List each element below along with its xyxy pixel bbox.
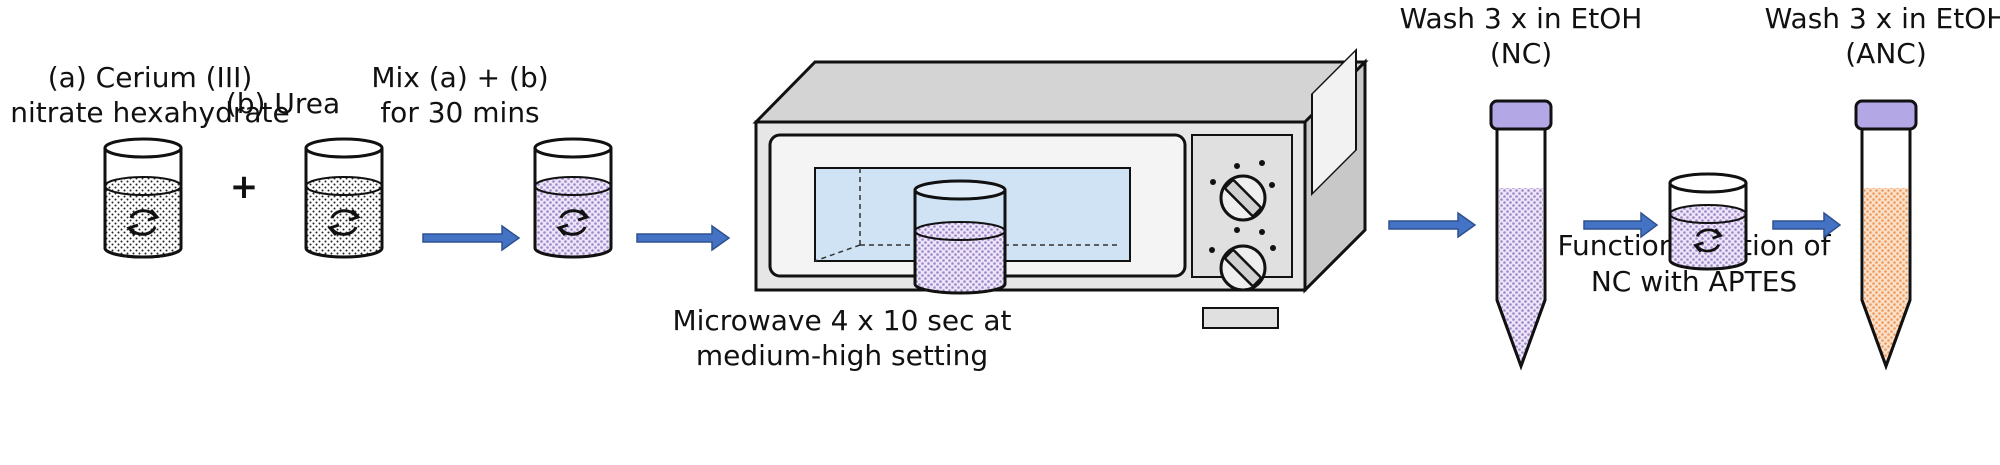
centrifuge-tube-icon xyxy=(1854,99,1918,371)
timer-knob xyxy=(1210,160,1275,222)
cerium-label-line2: nitrate hexahydrate xyxy=(10,96,289,129)
cerium-label-line1: (a) Cerium (III) xyxy=(48,61,253,94)
right-arrow-icon xyxy=(1388,211,1477,239)
mix-label-line1: Mix (a) + (b) xyxy=(371,61,548,94)
plus-sign: + xyxy=(230,167,259,207)
wash-anc-label-line2: (ANC) xyxy=(1845,37,1927,70)
right-arrow-icon xyxy=(1772,211,1842,239)
beaker-icon xyxy=(533,137,613,259)
microwave-label-line2: medium-high setting xyxy=(696,339,988,372)
beaker-icon xyxy=(103,137,183,259)
microwave-icon xyxy=(752,48,1369,329)
right-arrow-icon xyxy=(1583,211,1659,239)
wash-nc-label-line1: Wash 3 x in EtOH xyxy=(1400,2,1643,35)
wash-nc-label-line2: (NC) xyxy=(1490,37,1552,70)
beaker-icon xyxy=(304,137,384,259)
power-knob xyxy=(1209,227,1276,292)
microwave-label-line1: Microwave 4 x 10 sec at xyxy=(672,304,1011,337)
urea-label: (b) Urea xyxy=(226,87,340,120)
beaker-icon xyxy=(913,179,1007,295)
right-arrow-icon xyxy=(636,224,731,252)
beaker-icon xyxy=(1668,172,1748,271)
wash-anc-label-line1: Wash 3 x in EtOH xyxy=(1765,2,2000,35)
functionalisation-label-line2: NC with APTES xyxy=(1591,265,1797,298)
mix-label-line2: for 30 mins xyxy=(380,96,539,129)
right-arrow-icon xyxy=(422,224,521,252)
centrifuge-tube-icon xyxy=(1489,99,1553,371)
